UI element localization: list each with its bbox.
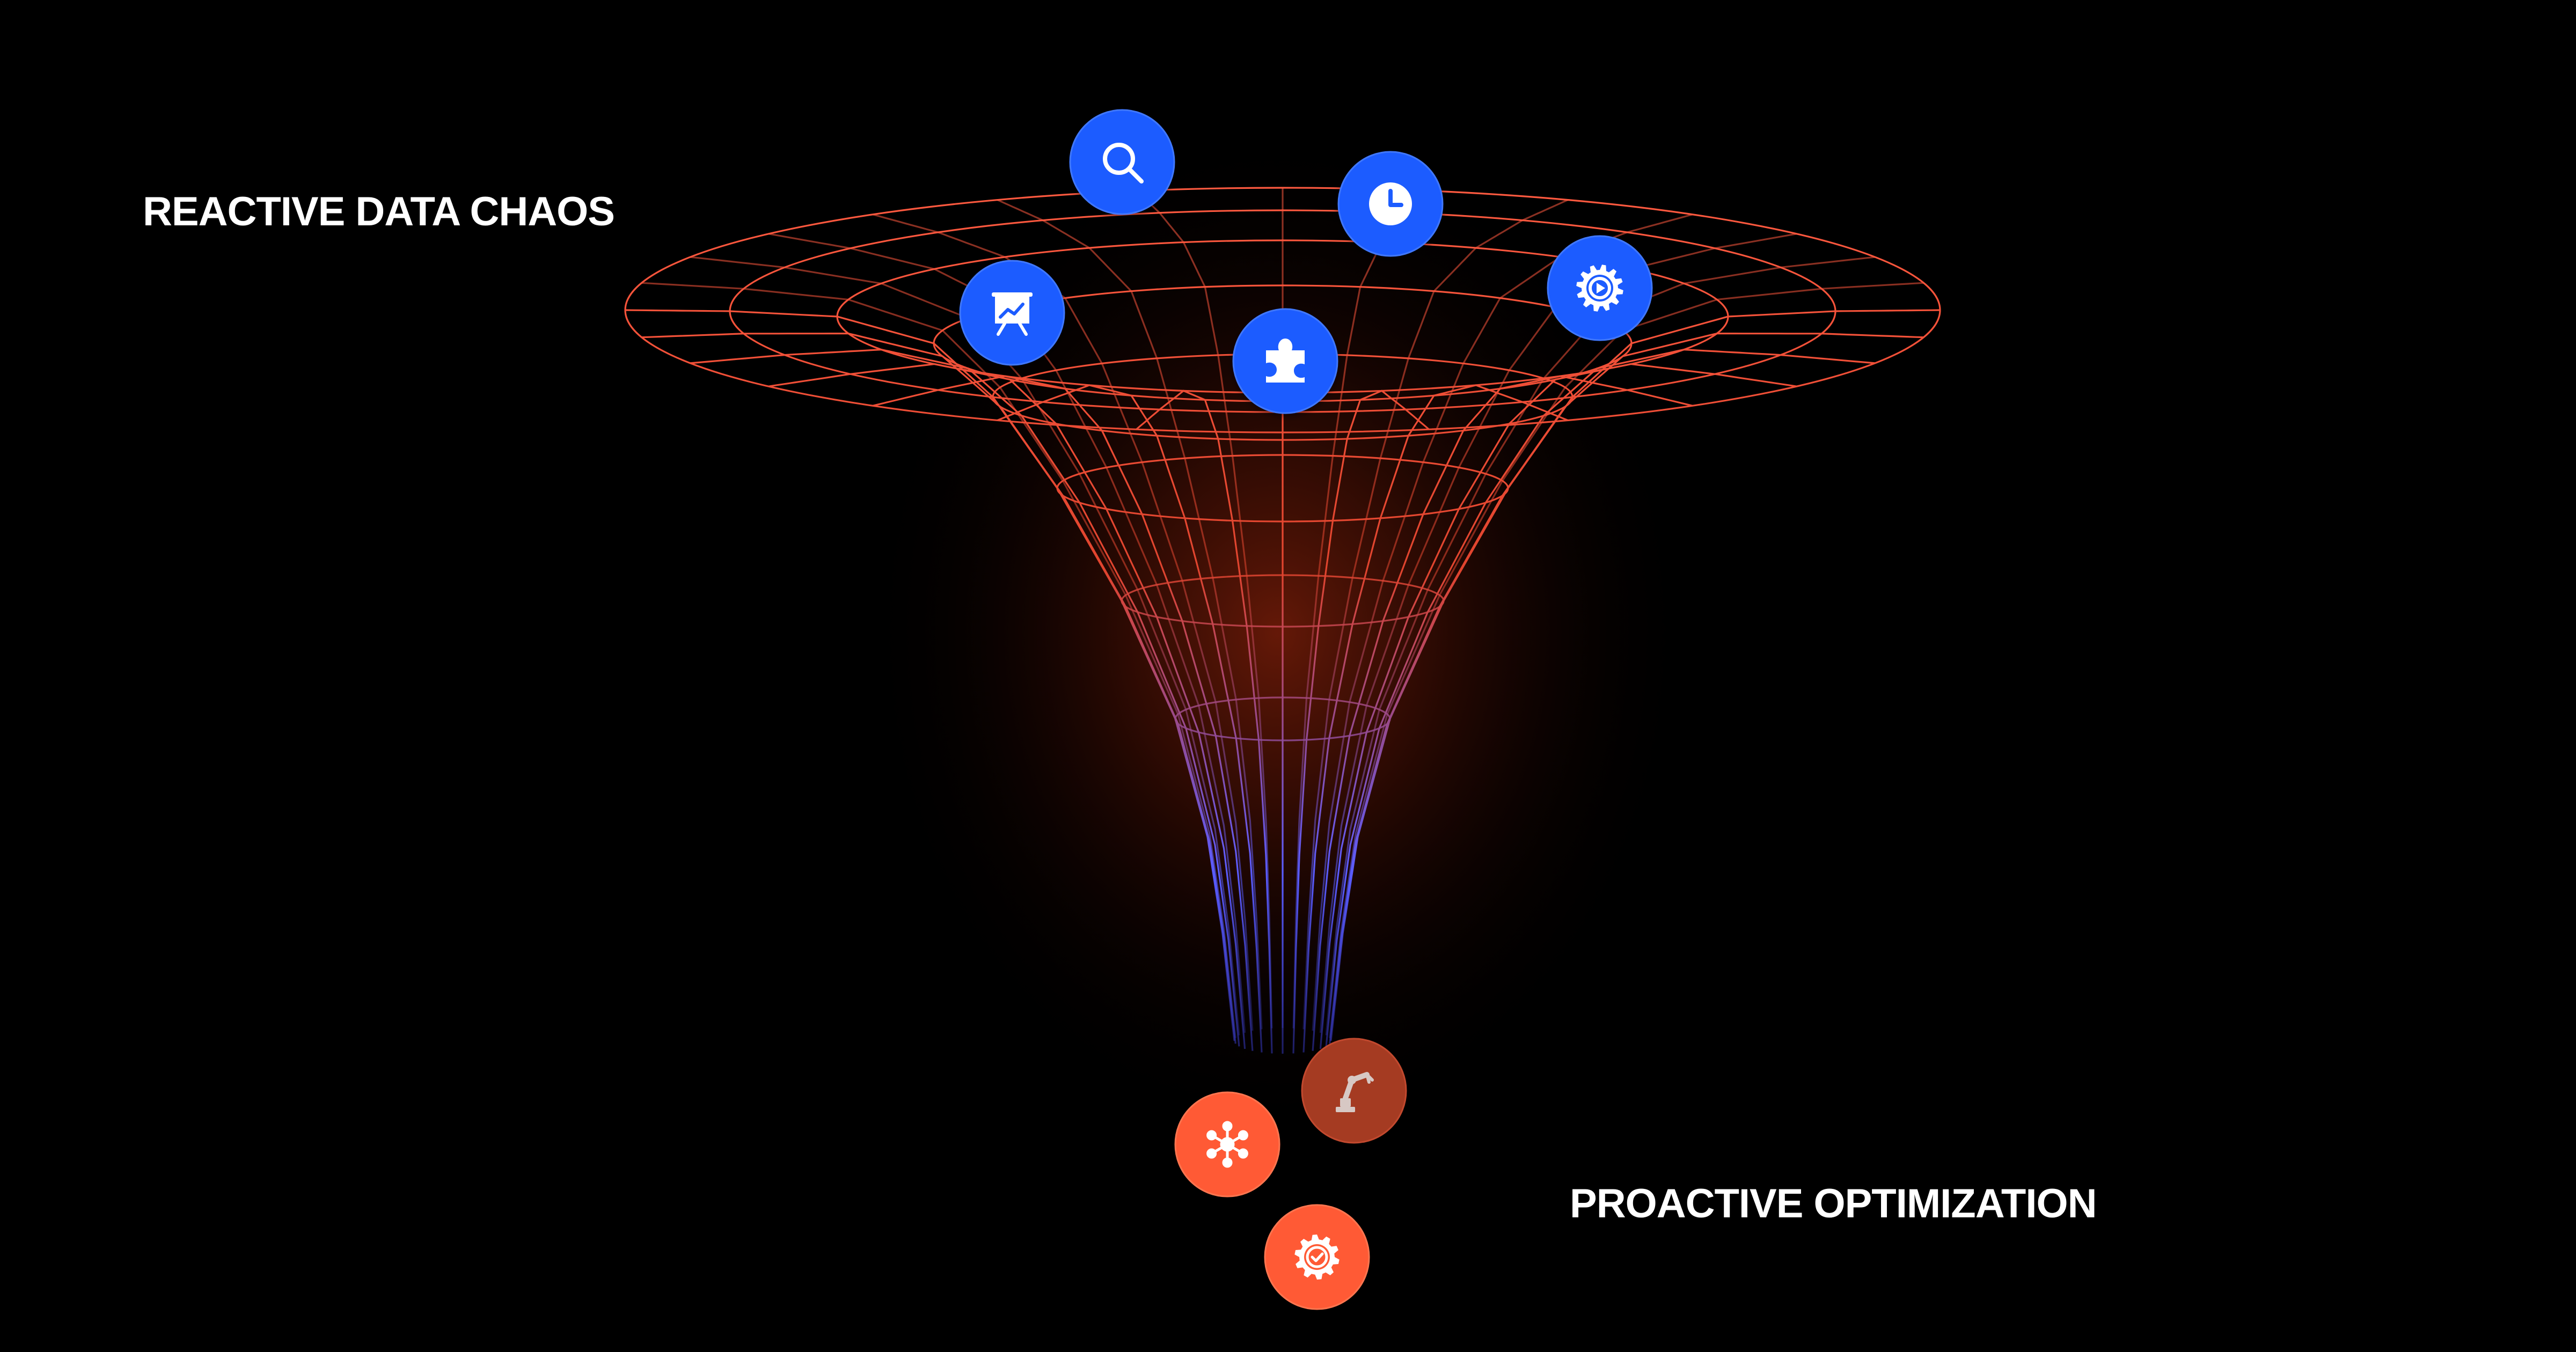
presentation-chart-icon — [992, 292, 1033, 336]
funnel-meridian — [1136, 190, 1273, 1028]
clock-icon-badge — [1337, 151, 1444, 257]
funnel-meridian — [997, 199, 1263, 1030]
funnel-meridian — [690, 348, 1240, 1047]
funnel-meridian — [641, 333, 1236, 1044]
funnel-meridian — [1302, 384, 1569, 1053]
funnel-meridian — [1325, 256, 1875, 1035]
presentation-chart-icon-badge — [959, 260, 1065, 366]
funnel-meridian — [1136, 390, 1273, 1054]
funnel-meridian — [1292, 390, 1430, 1054]
network-hub-icon-badge — [1174, 1091, 1280, 1197]
funnel-meridian — [1319, 363, 1797, 1049]
funnel-meridian — [690, 256, 1240, 1035]
robotic-arm-icon-badge — [1301, 1038, 1407, 1144]
network-hub-icon — [1206, 1121, 1248, 1168]
search-icon — [1103, 143, 1144, 183]
funnel-meridian — [1325, 348, 1875, 1047]
settings-gear-icon-badge — [1547, 235, 1653, 341]
funnel-meridian — [625, 309, 1235, 1041]
funnel-wireframe — [624, 187, 1941, 1054]
robotic-arm-icon — [1336, 1072, 1374, 1112]
funnel-meridian — [1329, 333, 1924, 1044]
funnel-meridian — [769, 233, 1246, 1033]
funnel-meridian — [1329, 282, 1924, 1038]
gear-check-icon — [1294, 1235, 1340, 1280]
funnel-meridian — [1319, 233, 1797, 1033]
puzzle-piece-icon — [1266, 339, 1305, 383]
search-icon-badge — [1069, 109, 1175, 215]
funnel-meridian — [1312, 375, 1693, 1051]
reactive-data-chaos-label: REACTIVE DATA CHAOS — [143, 189, 615, 234]
funnel-meridian — [997, 384, 1263, 1053]
funnel-glow — [859, 123, 1696, 1143]
gear-check-icon-badge — [1264, 1204, 1370, 1310]
funnel-meridian — [1302, 199, 1569, 1030]
funnel-meridian — [769, 363, 1246, 1049]
puzzle-piece-icon-badge — [1232, 308, 1338, 414]
proactive-optimization-label: PROACTIVE OPTIMIZATION — [1570, 1181, 2097, 1226]
settings-gear-icon — [1576, 264, 1623, 312]
clock-icon — [1369, 182, 1412, 225]
funnel-meridian — [872, 214, 1254, 1031]
funnel-meridian — [641, 282, 1236, 1038]
